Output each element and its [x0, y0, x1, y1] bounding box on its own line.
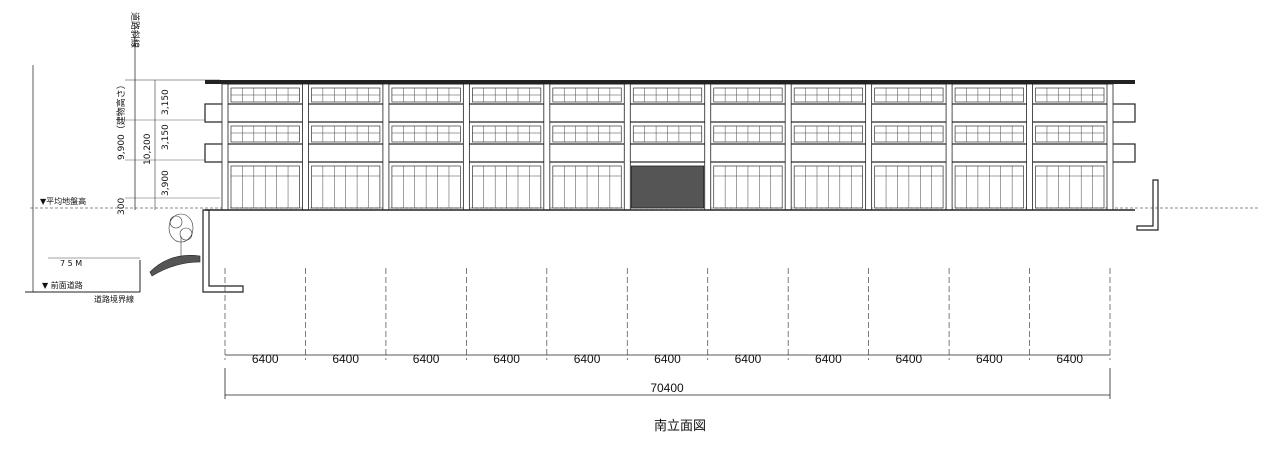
column	[543, 83, 551, 211]
bay-dimension-label: 6400	[413, 352, 440, 366]
avg-ground-label: ▼平均地盤高	[40, 196, 86, 206]
column	[623, 83, 631, 211]
column-grid-lines	[224, 268, 1111, 360]
bay-dimensions: 6400 6400 6400 6400 6400 6400 6400 6400 6400 6400…	[252, 352, 1084, 366]
total-height-dim: 10,200	[143, 133, 153, 165]
total-width-dim: 70400	[650, 381, 684, 395]
front-road-label: ▼ 前面道路	[42, 280, 83, 290]
floor-band-1	[204, 103, 1136, 123]
column	[382, 83, 390, 211]
drawing-caption: 南立面図	[654, 418, 706, 434]
floor2-height-dim: 3,150	[161, 124, 171, 150]
bay-dimension-label: 6400	[574, 352, 601, 366]
column	[784, 83, 792, 211]
roof-slab	[205, 80, 1135, 84]
column	[704, 83, 712, 211]
column	[302, 83, 309, 211]
road-slope-label: 道路斜線	[129, 12, 141, 48]
building-elevation	[204, 80, 1136, 211]
floor1-height-dim: 3,900	[161, 170, 171, 196]
floor-band-2	[204, 143, 1136, 163]
floor3-height-dim: 3,150	[161, 89, 171, 115]
height-75m-label: 7 5 M	[60, 259, 82, 268]
column	[462, 83, 470, 211]
tree-icon	[149, 213, 201, 277]
bay-dimension-label: 6400	[976, 352, 1003, 366]
column	[1026, 83, 1033, 211]
bay-dimension-label: 6400	[896, 352, 923, 366]
road-boundary-label: 道路境界線	[94, 294, 134, 304]
building-height-dim: 9,900（建物高さ）	[115, 80, 127, 160]
column	[865, 83, 873, 211]
bay-dimension-label: 6400	[332, 352, 359, 366]
base-height-dim: 300	[117, 198, 127, 215]
bay-dimension-label: 6400	[252, 352, 279, 366]
column	[945, 83, 953, 211]
entrance-glazing	[630, 165, 705, 209]
bay-dimension-label: 6400	[493, 352, 520, 366]
column	[221, 83, 229, 211]
bay-dimension-label: 6400	[654, 352, 681, 366]
bay-dimension-label: 6400	[1056, 352, 1083, 366]
left-retaining-wall	[202, 209, 244, 293]
bay-dimension-label: 6400	[815, 352, 842, 366]
right-retaining-wall	[1136, 179, 1159, 231]
bay-dimension-label: 6400	[735, 352, 762, 366]
column	[1106, 83, 1114, 211]
